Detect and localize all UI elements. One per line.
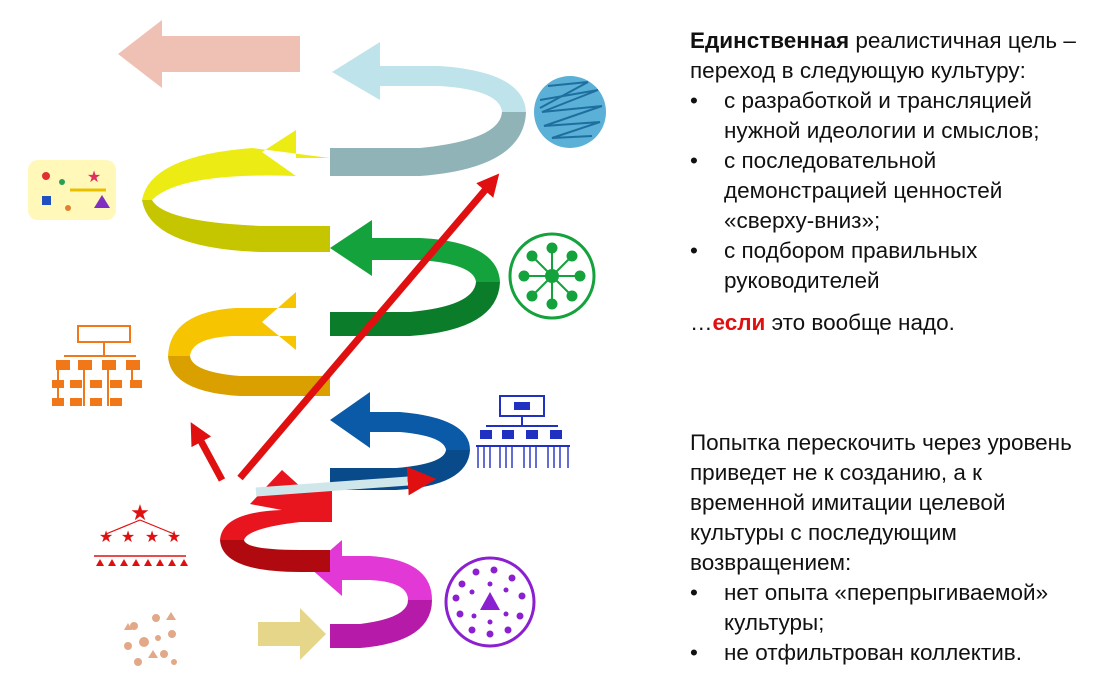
jump-arrow-red-long (237, 173, 500, 481)
conclusion-emphasis: если (712, 310, 766, 335)
org-chart-blue-icon (476, 395, 570, 468)
scatter-icons-yellow-icon: ★ (28, 160, 116, 220)
spiral-level-yellow (142, 130, 330, 252)
svg-text:★: ★ (145, 529, 159, 546)
spiral-level-blue (330, 392, 470, 490)
goal-lead: Единственная реалистичная цель – переход… (690, 26, 1095, 86)
jump-bullet: нет опыта «перепрыгиваемой» культуры; (690, 578, 1095, 638)
output-arrow-pink (118, 20, 300, 88)
spiral-level-red (220, 470, 332, 572)
conclusion-prefix: … (690, 310, 713, 335)
jump-bullets: нет опыта «перепрыгиваемой» культуры; не… (690, 578, 1095, 668)
jump-warning-block: Попытка перескочить через уровень привед… (690, 428, 1095, 668)
jump-arrow-red-short (190, 422, 226, 482)
spiral-level-green (330, 220, 500, 336)
svg-text:★: ★ (121, 529, 135, 546)
svg-text:★: ★ (130, 500, 150, 525)
culture-spiral-diagram: ★ ★ ★ ★ ★ ★ (28, 20, 606, 672)
svg-text:★: ★ (87, 169, 101, 186)
goal-bullet: с последовательной демонстрацией ценност… (690, 146, 1095, 236)
input-arrow-tan (258, 608, 326, 660)
goal-bullet: с разработкой и трансляцией нужной идеол… (690, 86, 1095, 146)
goal-conclusion: …если это вообще надо. (690, 308, 1095, 338)
conclusion-rest: это вообще надо. (765, 310, 955, 335)
goal-bullets: с разработкой и трансляцией нужной идеол… (690, 86, 1095, 296)
goal-bullet: с подбором правильных руководителей (690, 236, 1095, 296)
goal-lead-rest: реалистичная цель – переход в следующую … (690, 28, 1076, 83)
circle-shapes-icon (444, 556, 536, 648)
spiral-level-teal (330, 42, 526, 176)
spiral-level-magenta (310, 540, 432, 648)
goal-lead-bold: Единственная (690, 28, 850, 53)
goal-text-block: Единственная реалистичная цель – переход… (690, 26, 1095, 338)
jump-bullet: не отфильтрован коллектив. (690, 638, 1095, 668)
svg-text:★: ★ (167, 529, 181, 546)
svg-text:★: ★ (99, 529, 113, 546)
star-hierarchy-icon: ★ ★ ★ ★ ★ (94, 500, 188, 566)
org-chart-orange-icon (52, 325, 142, 406)
jump-arrow-gray (255, 466, 437, 497)
scatter-shapes-icon (120, 608, 184, 672)
jump-lead: Попытка перескочить через уровень привед… (690, 430, 1072, 575)
hub-network-icon (508, 232, 596, 320)
scribble-sphere-icon (534, 76, 606, 148)
spiral-level-orange (168, 292, 330, 396)
